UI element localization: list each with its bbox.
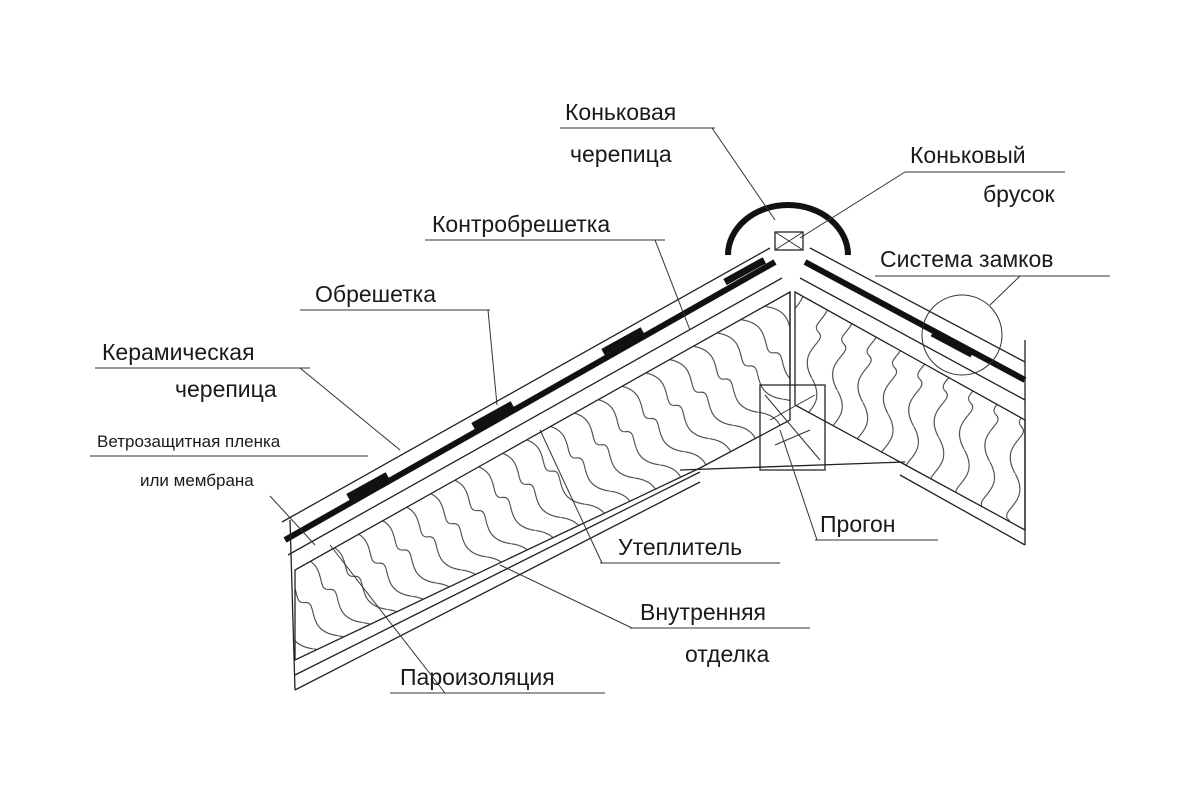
label-lock-system: Система замков (875, 246, 1110, 306)
leader-line (711, 127, 776, 221)
right-slope (794, 247, 1027, 546)
right-tile-line (809, 247, 1026, 363)
lock-system-circle (921, 294, 1003, 376)
label-ridge-tile: Коньковая черепица (560, 99, 776, 221)
leader-line (779, 429, 818, 541)
label-vapor-barrier: Пароизоляция (329, 544, 605, 694)
svg-text:Система замков: Система замков (880, 246, 1054, 272)
left-tiles (346, 257, 767, 501)
svg-text:или мембрана: или мембрана (140, 471, 254, 490)
leader-line (499, 564, 633, 629)
right-inner-finish (899, 474, 1026, 546)
svg-text:отделка: отделка (685, 641, 769, 667)
svg-text:черепица: черепица (570, 141, 672, 167)
ridge-beam-shape (774, 231, 804, 251)
left-inner-finish (294, 481, 701, 691)
svg-text:Внутренняя: Внутренняя (640, 599, 766, 625)
svg-text:Коньковый: Коньковый (910, 142, 1026, 168)
svg-text:Контробрешетка: Контробрешетка (432, 211, 610, 237)
svg-text:Керамическая: Керамическая (102, 339, 255, 365)
left-membrane (283, 259, 777, 543)
svg-text:Прогон: Прогон (820, 511, 896, 537)
leader-line (539, 429, 603, 564)
leader-line (989, 275, 1021, 306)
purlin-beam (759, 384, 826, 471)
ridge-tile-shape (725, 202, 851, 256)
leader-line (487, 309, 498, 406)
svg-text:Ветрозащитная пленка: Ветрозащитная пленка (97, 432, 281, 451)
left-slope (281, 247, 791, 691)
ridge (725, 202, 851, 256)
svg-text:черепица: черепица (175, 376, 277, 402)
label-counter-batten: Контробрешетка (425, 211, 691, 331)
right-membrane (803, 259, 1027, 383)
right-insulation (794, 290, 1026, 532)
leader-line (654, 239, 691, 331)
svg-text:Обрешетка: Обрешетка (315, 281, 436, 307)
svg-text:брусок: брусок (983, 181, 1055, 207)
label-inner-finish: Внутренняя отделка (499, 564, 810, 667)
right-counter-batten-line (799, 277, 1026, 401)
leader-line (799, 171, 906, 239)
label-ceramic-tile: Керамическая черепица (95, 339, 401, 451)
left-insulation (294, 290, 791, 662)
label-batten: Обрешетка (300, 281, 498, 406)
label-wind-membrane: Ветрозащитная пленка или мембрана (90, 432, 368, 546)
svg-text:Коньковая: Коньковая (565, 99, 676, 125)
right-tile (930, 330, 974, 358)
label-purlin: Прогон (779, 429, 938, 541)
svg-text:Пароизоляция: Пароизоляция (400, 664, 555, 690)
leader-line (299, 367, 401, 451)
left-tile-line (281, 247, 771, 523)
left-cut (289, 519, 296, 691)
leader-line (269, 495, 316, 546)
label-insulation: Утеплитель (539, 429, 780, 564)
left-vapor-line (294, 471, 701, 676)
label-ridge-beam: Коньковый брусок (799, 142, 1065, 239)
svg-text:Утеплитель: Утеплитель (618, 534, 742, 560)
leader-line (329, 544, 446, 694)
left-counter-batten-line (287, 277, 783, 556)
